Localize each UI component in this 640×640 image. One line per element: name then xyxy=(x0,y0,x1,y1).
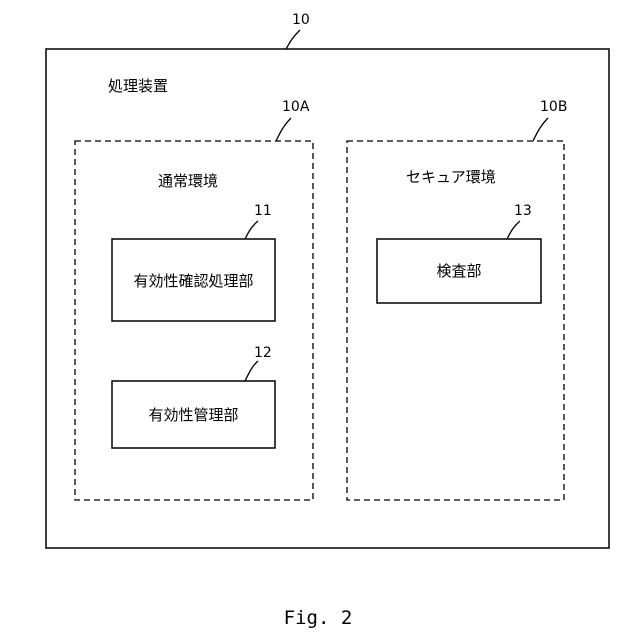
inspection-unit-label: 検査部 xyxy=(436,262,481,280)
processing-device-box xyxy=(46,49,609,548)
secure-env-box xyxy=(347,141,564,500)
validity-manage-unit-label: 有効性管理部 xyxy=(148,406,238,424)
normal-env-label: 通常環境 xyxy=(158,172,218,190)
inspection-unit-ref-number: 13 xyxy=(514,203,532,219)
device-ref-number: 10 xyxy=(292,12,310,28)
validity-manage-unit-leader-line xyxy=(245,361,258,381)
device-leader-line xyxy=(286,30,300,49)
secure-env-leader-line xyxy=(533,118,548,141)
validity-check-unit-label: 有効性確認処理部 xyxy=(133,272,253,290)
normal-env-leader-line xyxy=(276,118,291,141)
validity-manage-unit-ref-number: 12 xyxy=(254,345,272,361)
figure-caption: Fig. 2 xyxy=(284,607,353,629)
secure-env-label: セキュア環境 xyxy=(406,168,496,186)
validity-check-unit-leader-line xyxy=(245,221,258,239)
validity-check-unit-ref-number: 11 xyxy=(254,203,272,219)
normal-env-ref-number: 10A xyxy=(282,99,310,115)
device-label: 処理装置 xyxy=(108,77,168,95)
inspection-unit-leader-line xyxy=(507,221,520,239)
secure-env-ref-number: 10B xyxy=(540,99,567,115)
